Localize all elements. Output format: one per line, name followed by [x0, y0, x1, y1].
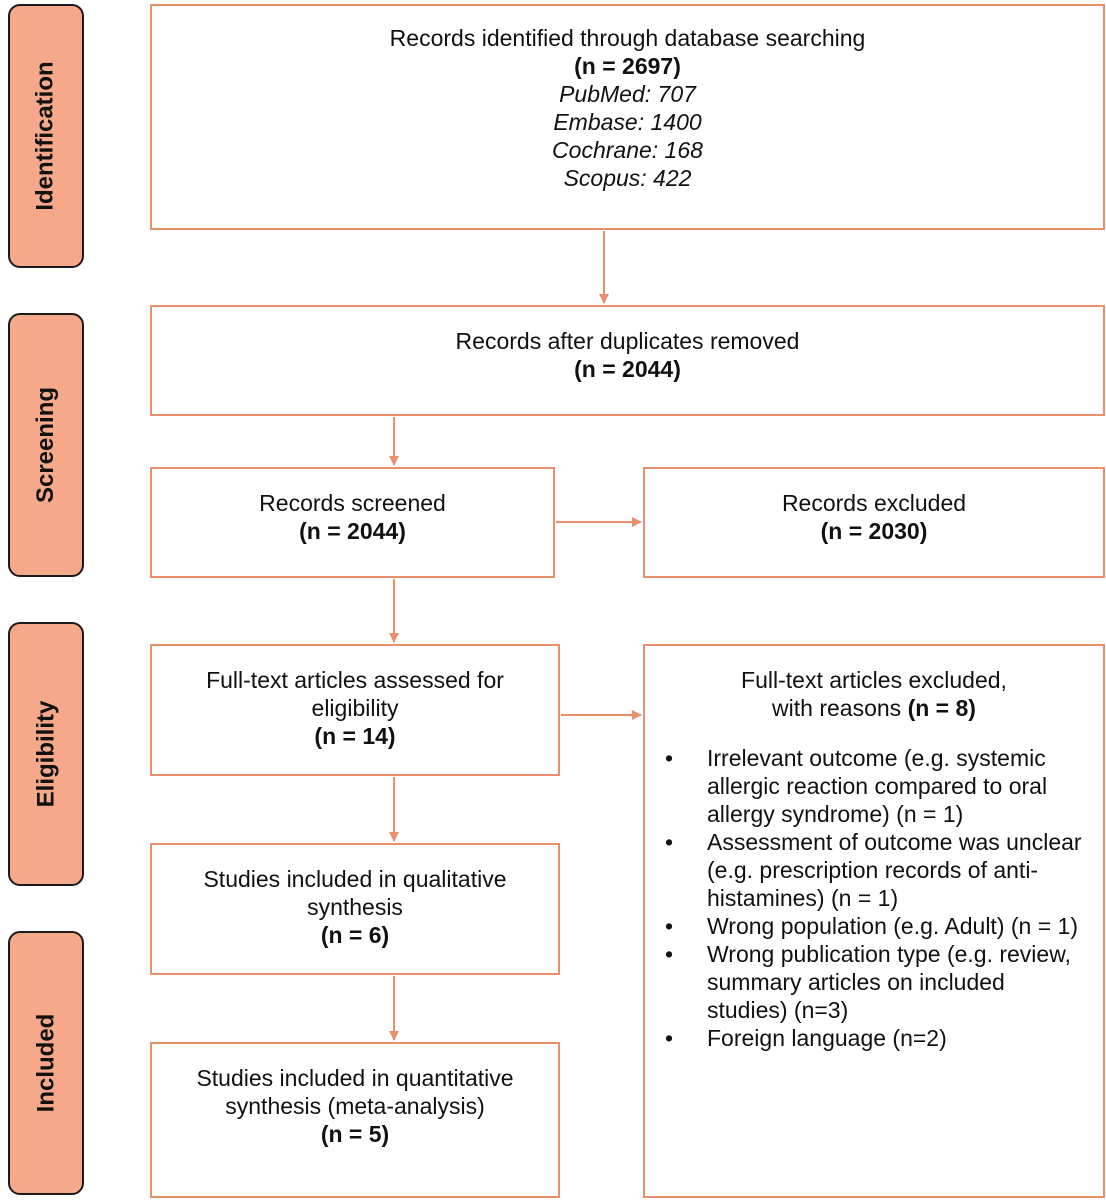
quantitative-count: (n = 5) — [320, 1121, 390, 1147]
stage-tab-eligibility: Eligibility — [8, 622, 84, 886]
source-scopus: Scopus: 422 — [563, 165, 692, 191]
duplicates-count: (n = 2044) — [574, 356, 681, 382]
fulltext-excluded-box: Full-text articles excluded, with reason… — [643, 644, 1105, 1198]
source-embase: Embase: 1400 — [553, 109, 702, 135]
stage-tab-included: Included — [8, 931, 84, 1195]
quantitative-synthesis-box: Studies included in quantitative synthes… — [150, 1042, 560, 1198]
fulltext-title-line1: Full-text articles assessed for — [206, 667, 504, 693]
fulltext-count: (n = 14) — [314, 723, 396, 749]
excluded-title: Records excluded — [781, 490, 967, 516]
excluded-count: (n = 2030) — [820, 518, 928, 544]
records-excluded-box: Records excluded (n = 2030) — [643, 467, 1105, 578]
exclusion-reasons-list: Irrelevant outcome (e.g. systemic allerg… — [645, 744, 1103, 1052]
duplicates-removed-box: Records after duplicates removed (n = 20… — [150, 305, 1105, 416]
fulltext-excluded-with-reasons: with reasons — [772, 695, 908, 721]
records-screened-box: Records screened (n = 2044) — [150, 467, 555, 578]
screened-title: Records screened — [259, 490, 446, 516]
fulltext-excluded-count: (n = 8) — [907, 695, 976, 721]
fulltext-excluded-title-line2: with reasons (n = 8) — [645, 694, 1103, 722]
quantitative-title-line1: Studies included in quantitative — [196, 1065, 514, 1091]
source-cochrane: Cochrane: 168 — [552, 137, 703, 163]
fulltext-excluded-title-line1: Full-text articles excluded, — [741, 667, 1007, 693]
qualitative-title-line1: Studies included in qualitative — [203, 866, 507, 892]
source-pubmed: PubMed: 707 — [559, 81, 696, 107]
stage-tab-screening: Screening — [8, 313, 84, 577]
fulltext-title-line2: eligibility — [311, 695, 399, 721]
exclusion-reason-item: Irrelevant outcome (e.g. systemic allerg… — [645, 744, 1103, 828]
exclusion-reason-item: Wrong publication type (e.g. review, sum… — [645, 940, 1103, 1024]
duplicates-title: Records after duplicates removed — [455, 328, 800, 354]
qualitative-count: (n = 6) — [320, 922, 390, 948]
screened-count: (n = 2044) — [299, 518, 406, 544]
quantitative-title-line2: synthesis (meta-analysis) — [225, 1093, 485, 1119]
qualitative-title-line2: synthesis — [307, 894, 403, 920]
identification-box: Records identified through database sear… — [150, 4, 1105, 230]
fulltext-assessed-box: Full-text articles assessed for eligibil… — [150, 644, 560, 776]
stage-tab-identification: Identification — [8, 4, 84, 268]
exclusion-reason-item: Wrong population (e.g. Adult) (n = 1) — [645, 912, 1103, 940]
identification-title: Records identified through database sear… — [389, 25, 866, 51]
exclusion-reason-item: Assessment of outcome was unclear (e.g. … — [645, 828, 1103, 912]
identification-count: (n = 2697) — [574, 53, 681, 79]
exclusion-reason-item: Foreign language (n=2) — [645, 1024, 1103, 1052]
qualitative-synthesis-box: Studies included in qualitative synthesi… — [150, 843, 560, 975]
